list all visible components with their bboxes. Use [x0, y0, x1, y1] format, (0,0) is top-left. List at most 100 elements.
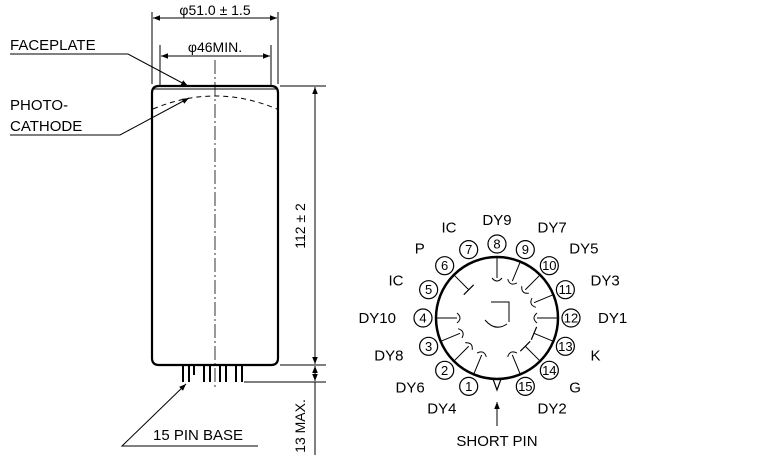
- lead-2: [454, 345, 470, 361]
- center-electrode: [484, 301, 510, 328]
- short-pin-label: SHORT PIN: [456, 433, 537, 450]
- tube-side-view: φ51.0 ± 1.5 φ46MIN. 112 ± 2 13 MAX. FACE…: [10, 2, 326, 455]
- pin-12: 12 DY1: [561, 308, 627, 328]
- base-height-label: 13 MAX.: [292, 399, 308, 453]
- pin-circle: [413, 308, 433, 328]
- dynode-electrode: [456, 312, 461, 324]
- pin-7: 7 IC: [441, 219, 479, 260]
- internal-wiring: [437, 258, 557, 392]
- pin-number: 12: [564, 311, 578, 326]
- lead-9: [511, 262, 521, 282]
- pin-number: 5: [425, 282, 432, 297]
- photocathode-label-line1: PHOTO-: [10, 97, 68, 114]
- photocathode-leader: [10, 97, 190, 136]
- lead-10: [524, 275, 540, 291]
- pin-circle: [539, 256, 559, 276]
- pin-label: DY9: [482, 212, 511, 229]
- pin-circle: [561, 308, 581, 328]
- pin-circle: [487, 234, 507, 254]
- base-circle: [434, 255, 560, 381]
- faceplate-leader: [10, 53, 189, 87]
- dynode-electrode: [507, 278, 518, 285]
- pin-10: 10 DY5: [539, 241, 598, 276]
- pin-number: 11: [559, 282, 573, 297]
- pin-13: 13K: [555, 336, 601, 365]
- dynode-electrode: [491, 277, 503, 282]
- pin-number: 9: [522, 242, 529, 257]
- pin-circle: [435, 256, 455, 276]
- pin-label: DY4: [427, 401, 456, 418]
- length-label: 112 ± 2: [292, 203, 308, 249]
- electrode-bar: [530, 326, 538, 341]
- pin-circle: [419, 280, 439, 300]
- lead-6: [454, 275, 470, 291]
- pin-base-leader: [120, 383, 258, 447]
- pin-8: 8 DY9: [482, 212, 512, 254]
- pin-number: 14: [542, 363, 556, 378]
- lead-11: [533, 294, 553, 304]
- electrode-bar: [519, 340, 531, 352]
- dynode-electrode: [507, 351, 518, 358]
- pin-number: 1: [465, 379, 472, 394]
- pin-circle: [555, 336, 575, 356]
- faceplate-label: FACEPLATE: [10, 37, 96, 54]
- lead-13: [533, 332, 553, 342]
- pin-label: DY3: [591, 272, 620, 289]
- pin-base-label: 15 PIN BASE: [153, 427, 243, 444]
- pin-label: DY7: [538, 219, 567, 236]
- dynode-electrode: [530, 297, 537, 308]
- pin-number: 4: [419, 311, 426, 326]
- pin-circle: [419, 336, 439, 356]
- electrode-bar: [463, 284, 475, 296]
- pin-label: K: [591, 348, 601, 365]
- pin-label: DY6: [396, 379, 425, 396]
- pin-circle: [459, 376, 479, 396]
- pin-11: 11 DY3: [555, 272, 620, 300]
- pin-5: 5 IC: [388, 272, 439, 300]
- pin-circle: [515, 240, 535, 260]
- lead-3: [441, 332, 461, 342]
- dynode-electrode: [476, 351, 487, 358]
- pin-number: 13: [558, 339, 572, 354]
- pin-circle: [555, 280, 575, 300]
- pin-label: G: [569, 379, 581, 396]
- tube-body: [150, 84, 280, 367]
- pin-number: 2: [441, 363, 448, 378]
- pin-number: 15: [518, 379, 532, 394]
- base-pins: [182, 365, 243, 382]
- pin-number: 8: [493, 237, 500, 252]
- outer-diameter-label: φ51.0 ± 1.5: [179, 2, 250, 18]
- dynode-electrode: [457, 328, 464, 339]
- pin-circle: [459, 240, 479, 260]
- pin-14: 14G: [539, 360, 581, 396]
- pin-label: P: [415, 241, 425, 258]
- pin-label: DY5: [569, 241, 598, 258]
- inner-diameter-label: φ46MIN.: [188, 39, 242, 55]
- pin-circle: [435, 360, 455, 380]
- lead-14: [524, 345, 540, 361]
- lead-1: [473, 354, 483, 374]
- dynode-electrode: [521, 286, 529, 294]
- pin-label: DY2: [538, 401, 567, 418]
- pin-label: IC: [388, 272, 403, 289]
- pin-9: 9 DY7: [515, 219, 567, 260]
- pin-number: 3: [425, 339, 432, 354]
- pin-label: DY8: [374, 348, 403, 365]
- pin-label: IC: [441, 219, 456, 236]
- key-notch: [492, 378, 502, 392]
- pin-number: 7: [465, 242, 472, 257]
- photocathode-label-line2: CATHODE: [10, 118, 82, 135]
- pin-circle: [515, 376, 535, 396]
- pin-label: DY1: [598, 310, 627, 327]
- pin-number: 6: [441, 258, 448, 273]
- pin-number: 10: [542, 258, 556, 273]
- lead-15: [511, 354, 521, 374]
